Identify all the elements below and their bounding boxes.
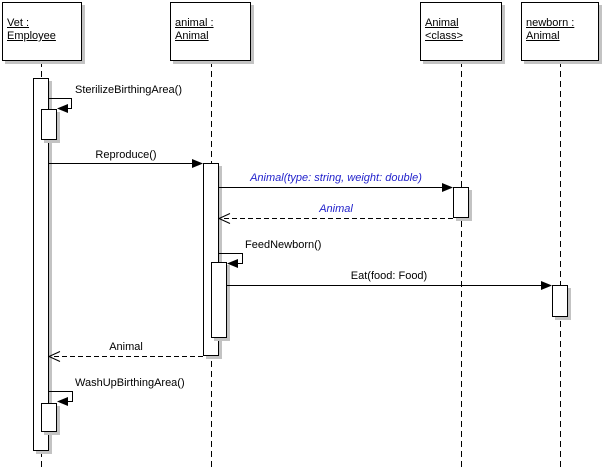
message-feed-newborn[interactable]: [219, 253, 243, 269]
message-label-eat[interactable]: Eat(food: Food): [350, 270, 428, 282]
message-animal-return-1[interactable]: [217, 213, 453, 224]
activation-bar-vet-main[interactable]: [33, 78, 49, 451]
filled-arrowhead-icon: [57, 104, 68, 113]
activation-bar-newborn[interactable]: [552, 285, 568, 317]
message-line: [219, 253, 243, 264]
filled-arrowhead-icon: [57, 397, 68, 406]
open-arrowhead-icon: [217, 213, 231, 224]
message-sterilize-birthing-area[interactable]: [49, 98, 72, 114]
filled-arrowhead-icon: [192, 159, 203, 168]
lifeline-head-animal-class[interactable]: Animal <class>: [420, 2, 502, 61]
activation-bar-vet-sterilize[interactable]: [41, 109, 57, 140]
filled-arrowhead-icon: [442, 183, 453, 192]
message-label-return-1[interactable]: Animal: [319, 203, 353, 215]
message-label-return-2[interactable]: Animal: [109, 341, 143, 353]
message-animal-constructor[interactable]: [219, 183, 453, 192]
activation-bar-animal-class[interactable]: [453, 187, 469, 218]
message-label-reproduce[interactable]: Reproduce(): [95, 149, 157, 161]
message-line: [49, 98, 72, 109]
lifeline-head-animal[interactable]: animal : Animal: [170, 2, 251, 61]
lifeline-name: animal :: [175, 17, 214, 29]
lifeline-name: Employee: [7, 30, 56, 42]
lifeline-head-vet[interactable]: Vet : Employee: [2, 2, 82, 61]
lifeline-head-newborn[interactable]: newborn : Animal: [521, 2, 599, 61]
lifeline-name: Vet :: [7, 17, 30, 29]
lifeline-name: Animal: [175, 30, 209, 42]
open-arrowhead-icon: [47, 351, 61, 362]
message-washup-birthing-area[interactable]: [49, 391, 73, 407]
message-label-feed[interactable]: FeedNewborn(): [245, 239, 322, 251]
lifeline-name: newborn :: [526, 17, 575, 29]
message-label-washup[interactable]: WashUpBirthingArea(): [75, 377, 185, 389]
message-animal-return-2[interactable]: [47, 351, 203, 362]
filled-arrowhead-icon: [227, 259, 238, 268]
message-eat[interactable]: [227, 281, 552, 290]
message-line: [49, 391, 73, 402]
message-label-sterilize[interactable]: SterilizeBirthingArea(): [75, 84, 182, 96]
message-reproduce[interactable]: [49, 159, 203, 168]
filled-arrowhead-icon: [541, 281, 552, 290]
lifeline-name: Animal: [425, 17, 459, 29]
lifeline-name: <class>: [425, 30, 463, 42]
activation-bar-animal-feed[interactable]: [211, 262, 227, 338]
lifeline-name: Animal: [526, 30, 560, 42]
activation-bar-vet-washup[interactable]: [41, 403, 57, 432]
message-label-constructor[interactable]: Animal(type: string, weight: double): [250, 172, 422, 184]
